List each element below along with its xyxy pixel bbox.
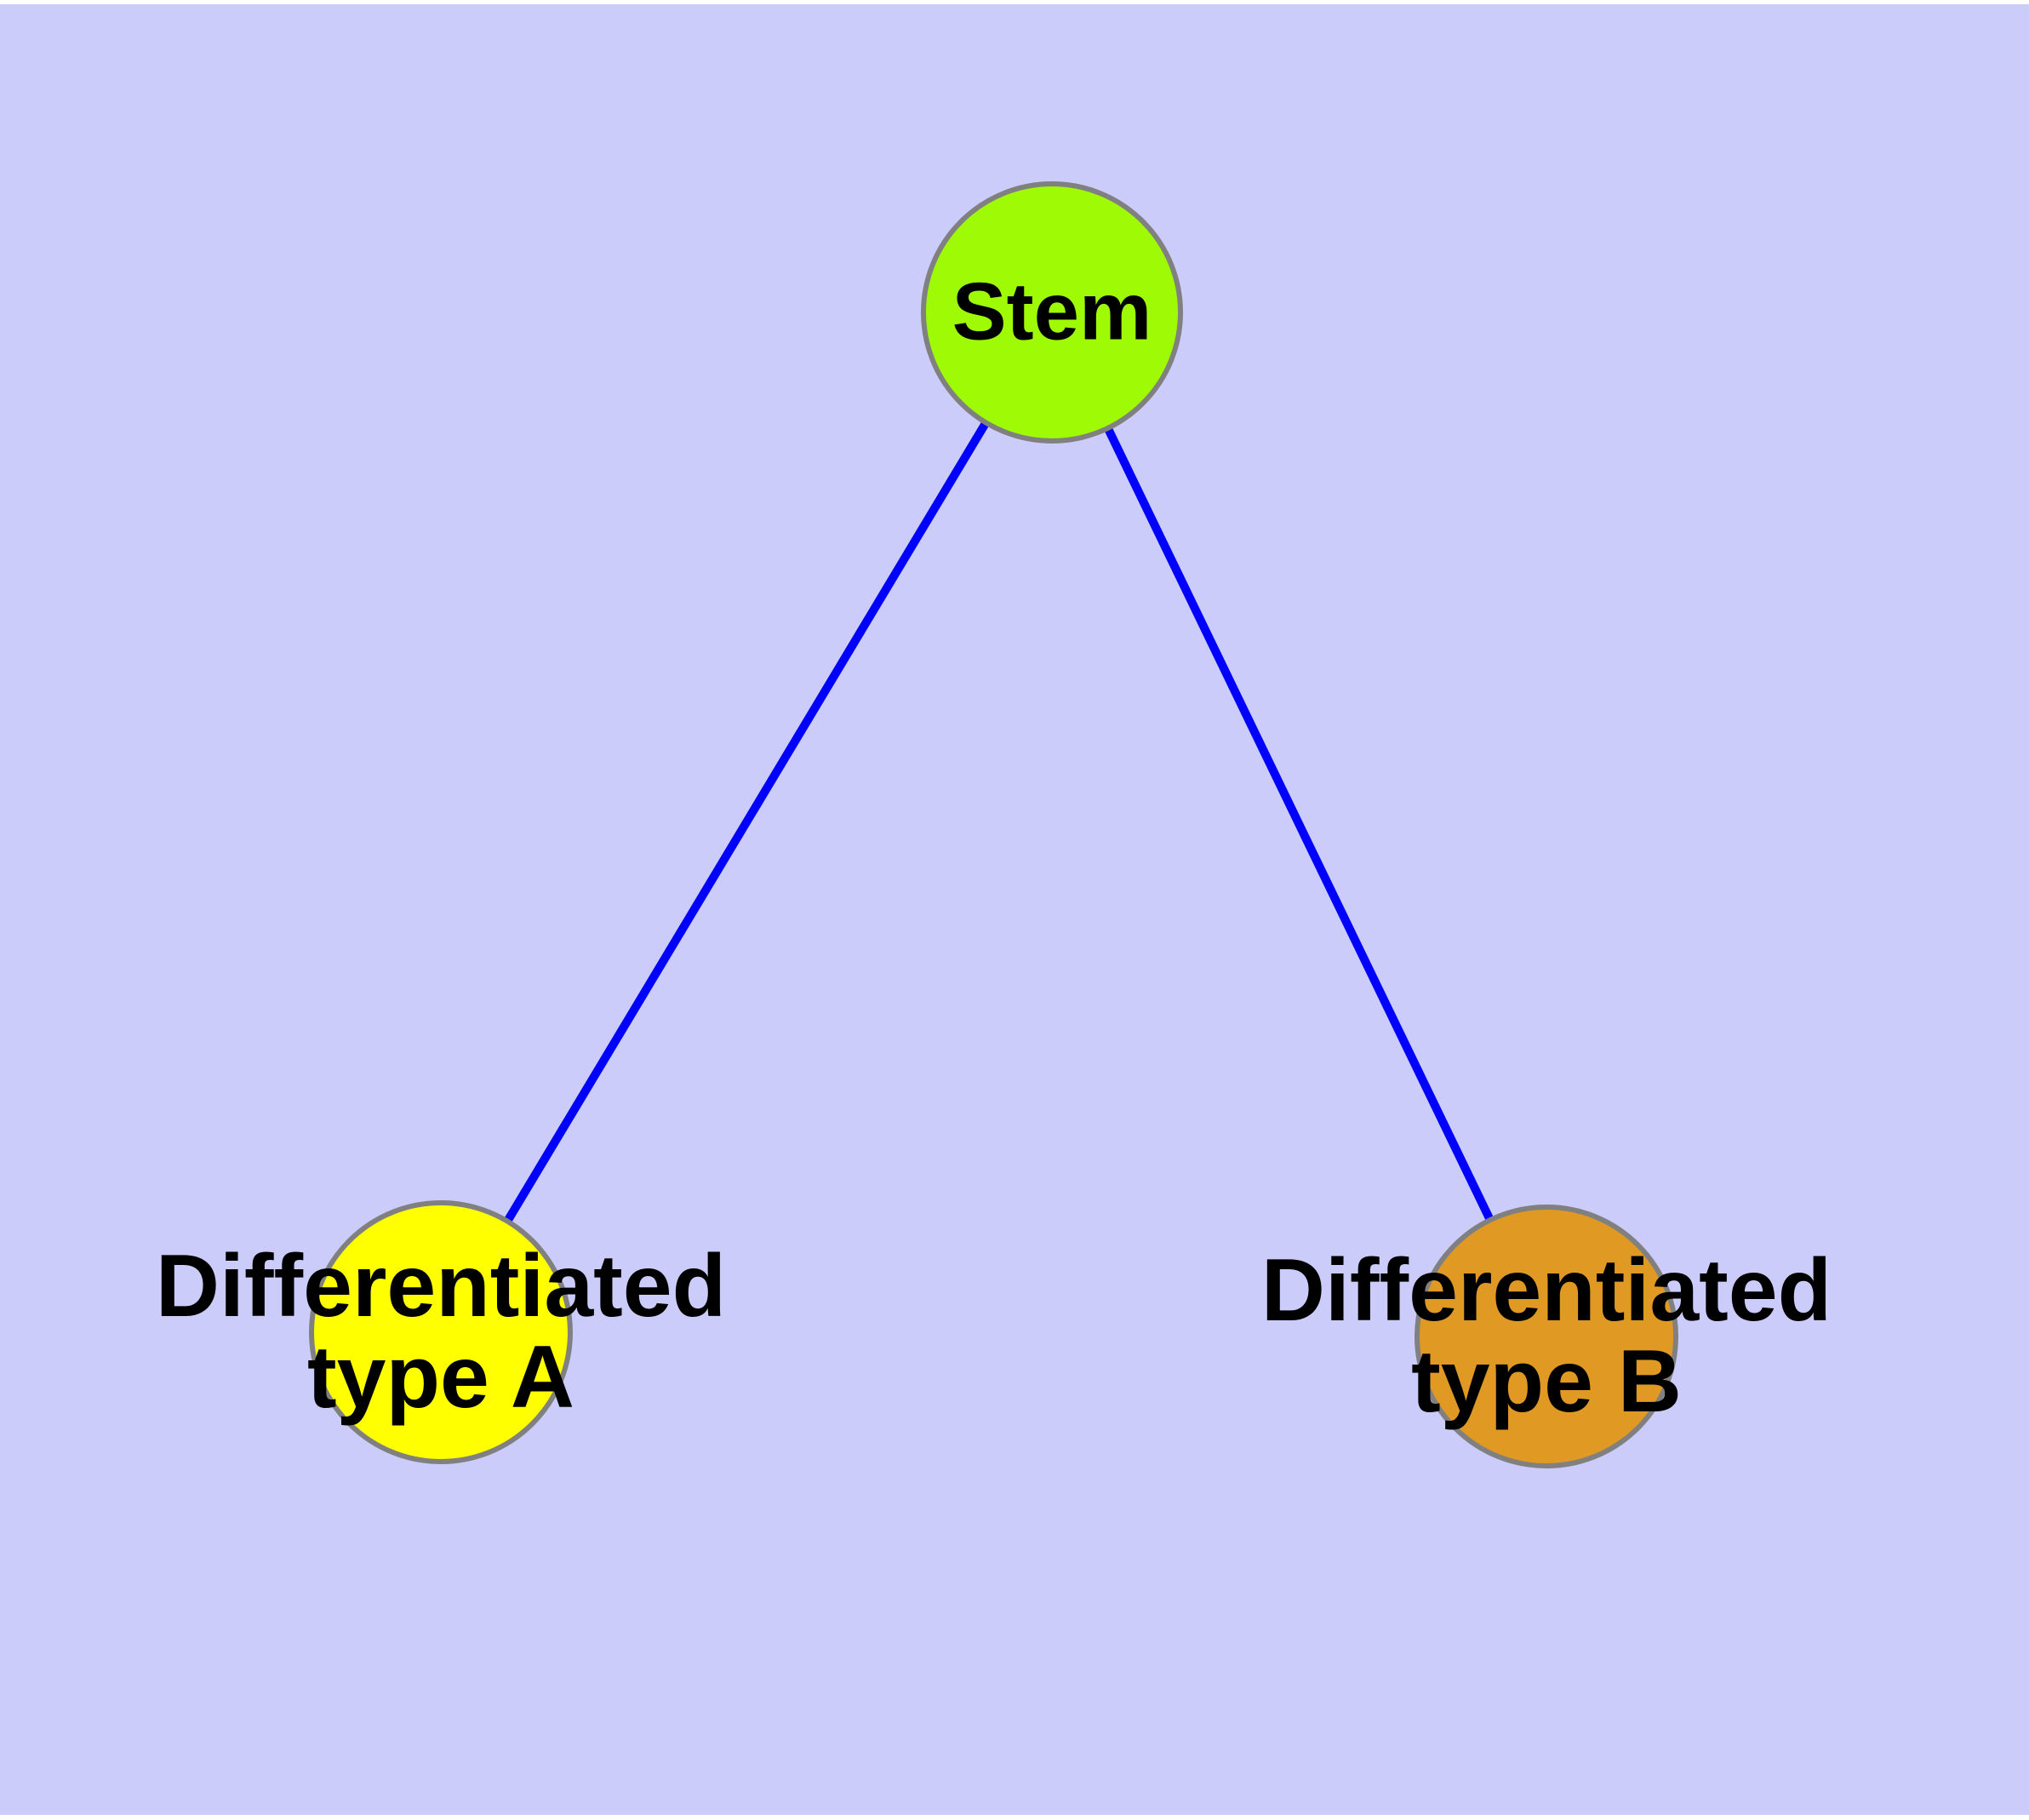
graph-node-diff_a[interactable] (309, 1200, 573, 1464)
graph-node-stem[interactable] (921, 181, 1183, 444)
graph-edge (1048, 310, 1551, 1339)
graph-svg (309, 181, 1678, 1468)
edges-group (437, 310, 1551, 1339)
graph-node-diff_b[interactable] (1415, 1205, 1678, 1468)
graph-edge (437, 310, 1056, 1335)
nodes-group (309, 181, 1678, 1468)
